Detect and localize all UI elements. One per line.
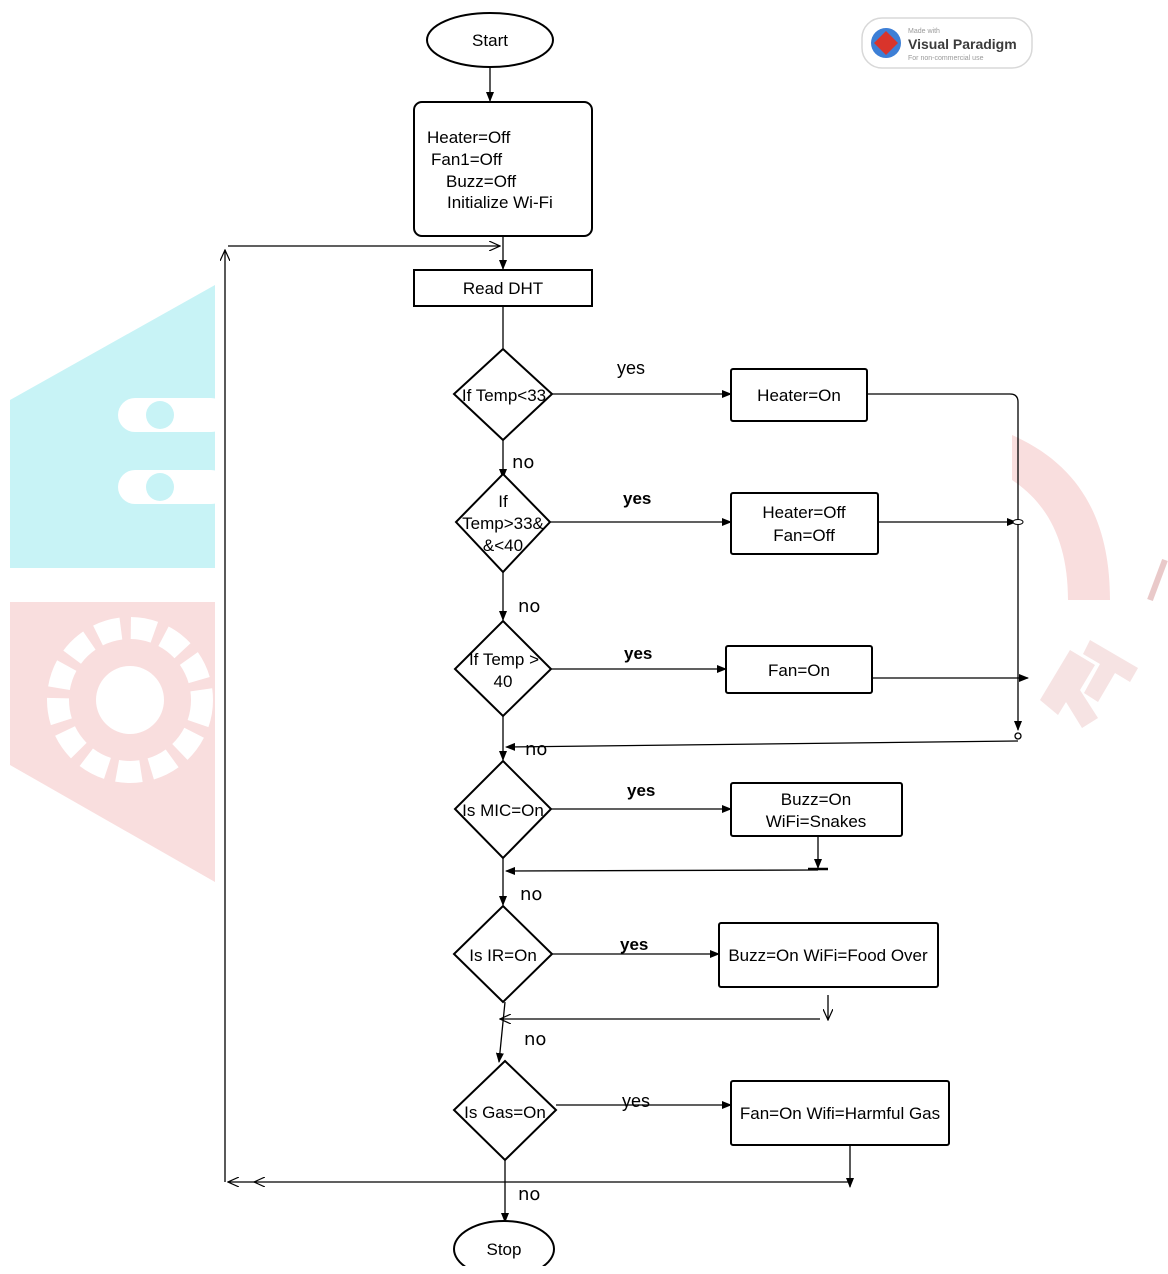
read-dht-node: Read DHT <box>413 269 593 307</box>
decision-mic: Is MIC=On <box>453 759 553 860</box>
badge-line2: Visual Paradigm <box>908 36 1017 52</box>
start-label: Start <box>472 31 508 50</box>
badge-line3: For non-commercial use <box>908 55 984 62</box>
label-no-3: no <box>525 739 547 760</box>
edge-heater-on-right <box>867 393 1022 731</box>
edge-junction-oval <box>1012 519 1024 525</box>
label-yes-5: yes <box>620 935 648 954</box>
visual-paradigm-badge: Made with Visual Paradigm For non-commer… <box>861 17 1033 69</box>
init-process-node: Heater=Off Fan1=Off Buzz=Off Initialize … <box>413 101 593 237</box>
action-mic-line-2: WiFi=Snakes <box>766 812 867 831</box>
action-mic: Buzz=On WiFi=Snakes <box>730 782 903 837</box>
watermark-red-stroke <box>1147 558 1168 602</box>
edge-return-2 <box>505 866 819 875</box>
label-yes-1: yes <box>617 358 645 378</box>
edge-return-1 <box>505 740 1019 751</box>
action-heater-on: Heater=On <box>730 368 868 422</box>
action-fan-on: Fan=On <box>725 645 873 694</box>
decision-mic-label: Is MIC=On <box>462 801 544 820</box>
init-line-4: Initialize Wi-Fi <box>447 193 553 212</box>
read-dht-label: Read DHT <box>463 279 543 298</box>
action-fan-on-label: Fan=On <box>768 661 830 680</box>
badge-line1: Made with <box>908 28 940 35</box>
action-gas: Fan=On Wifi=Harmful Gas <box>730 1080 950 1146</box>
watermark-letters-rt <box>1040 640 1138 728</box>
init-line-1: Heater=Off <box>427 128 511 147</box>
label-no-4: no <box>520 884 542 905</box>
decision-temp-low: If Temp<33 <box>452 347 554 442</box>
action-ir: Buzz=On WiFi=Food Over <box>718 922 939 988</box>
label-yes-4: yes <box>627 781 655 800</box>
start-node: Start <box>426 12 554 68</box>
action-gas-label: Fan=On Wifi=Harmful Gas <box>740 1104 940 1123</box>
decision-ir: Is IR=On <box>452 904 554 1004</box>
label-no-1: no <box>512 452 534 473</box>
watermark-logo <box>10 285 1168 882</box>
label-no-5: no <box>524 1029 546 1050</box>
stop-node: Stop <box>440 1220 570 1274</box>
decision-temp-mid: If Temp>33& &<40 <box>454 472 552 574</box>
decision-temp-high: If Temp > 40 <box>453 619 553 718</box>
decision-temp-mid-line-2: Temp>33& <box>462 514 544 533</box>
label-yes-2: yes <box>623 489 651 508</box>
decision-temp-high-line-1: If Temp > <box>469 650 539 669</box>
decision-ir-label: Is IR=On <box>469 946 537 965</box>
decision-gas: Is Gas=On <box>452 1059 558 1162</box>
edge-labels: yes no yes no yes no yes no yes no yes n… <box>512 358 655 1205</box>
flowchart-nodes: Start Heater=Off Fan1=Off Buzz=Off Initi… <box>413 12 950 1274</box>
label-no-2: no <box>518 596 540 617</box>
action-heater-fan-off-line-2: Fan=Off <box>773 526 835 545</box>
decision-temp-low-label: If Temp<33 <box>462 386 546 405</box>
label-no-6: no <box>518 1184 540 1205</box>
decision-temp-mid-line-3: &<40 <box>483 536 523 555</box>
badge-frame <box>861 17 1033 69</box>
edge-junction-dot <box>1014 732 1022 740</box>
edge-d5-no <box>495 1001 506 1063</box>
watermark-cyan-dot <box>146 401 174 429</box>
decision-temp-high-line-2: 40 <box>494 672 513 691</box>
watermark-red-arc <box>1012 435 1110 600</box>
badge-diamond-icon <box>874 31 898 55</box>
action-heater-fan-off: Heater=Off Fan=Off <box>730 492 879 555</box>
connectors <box>225 67 1029 1223</box>
label-yes-6: yes <box>622 1091 650 1111</box>
init-line-2: Fan1=Off <box>431 150 502 169</box>
watermark-gear-hub <box>96 666 164 734</box>
stop-label: Stop <box>487 1240 522 1259</box>
action-heater-fan-off-line-1: Heater=Off <box>762 503 846 522</box>
decision-gas-label: Is Gas=On <box>464 1103 546 1122</box>
watermark-gear-icon <box>47 617 213 783</box>
label-yes-3: yes <box>624 644 652 663</box>
action-mic-line-1: Buzz=On <box>781 790 851 809</box>
decision-temp-mid-line-1: If <box>498 492 508 511</box>
watermark-cyan-dot-2 <box>146 473 174 501</box>
action-heater-on-label: Heater=On <box>757 386 841 405</box>
action-ir-label: Buzz=On WiFi=Food Over <box>728 946 928 965</box>
init-line-3: Buzz=Off <box>446 172 516 191</box>
